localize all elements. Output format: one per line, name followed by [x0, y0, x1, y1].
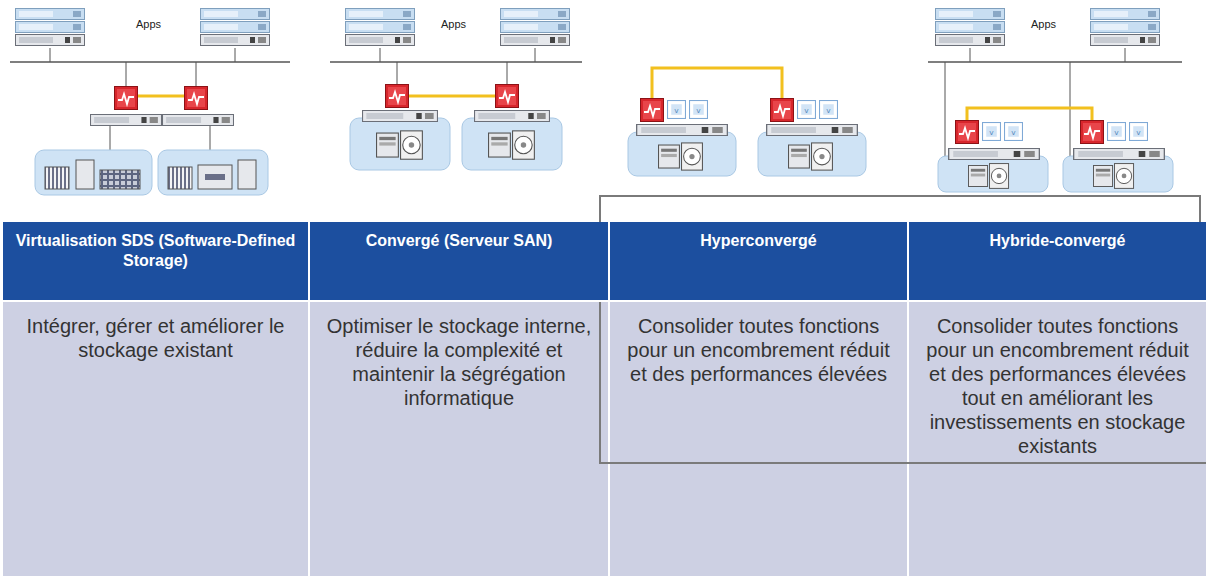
illustration-part — [496, 85, 519, 108]
illustration-part — [507, 62, 508, 84]
illustration-part — [168, 167, 192, 189]
header-cell: Hybride-convergé — [909, 222, 1206, 300]
header-cell: Convergé (Serveur SAN) — [310, 222, 608, 300]
description-cell: Optimiser le stockage interne, réduire l… — [310, 302, 608, 576]
illustration-part — [91, 115, 162, 126]
cell-text: Consolider toutes fonctions pour un enco… — [627, 315, 889, 385]
cell-text: Hyperconvergé — [700, 232, 817, 249]
illustration-part — [1063, 156, 1173, 192]
cell-text: Optimiser le stockage interne, réduire l… — [327, 315, 592, 409]
cell-text: Convergé (Serveur SAN) — [366, 232, 553, 249]
illustration-part — [126, 62, 127, 88]
illustration-part — [138, 95, 184, 98]
illustration-part — [35, 150, 152, 195]
apps-label: Apps — [136, 19, 161, 30]
illustration-part — [798, 101, 816, 119]
illustration-part — [210, 126, 211, 150]
highlight-outline — [600, 196, 1200, 222]
illustration-part — [1074, 149, 1165, 160]
cell-text: Intégrer, gérer et améliorer le stockage… — [27, 315, 285, 361]
illustration-part — [641, 99, 664, 122]
illustration-part — [967, 108, 1092, 122]
illustration-part — [945, 62, 946, 160]
illustration-part — [201, 9, 270, 46]
illustration-part — [462, 118, 562, 170]
illustration-part — [45, 167, 69, 189]
illustration-part — [771, 99, 794, 122]
highlight-outline — [600, 302, 1206, 463]
illustration-part — [115, 87, 138, 110]
illustration-part — [386, 85, 409, 108]
illustration-part — [1091, 9, 1160, 46]
illustration-part — [346, 9, 415, 46]
illustration-part — [652, 68, 782, 100]
illustration-part — [767, 125, 858, 136]
illustration-part — [938, 156, 1048, 192]
illustration-part — [205, 174, 225, 180]
cell-text: Virtualisation SDS (Software-Defined Sto… — [16, 232, 296, 269]
illustration-part — [1070, 62, 1071, 160]
illustration-part — [659, 143, 703, 170]
illustration-part — [928, 61, 1182, 63]
apps-label: Apps — [1031, 19, 1056, 30]
illustration-part — [238, 160, 256, 189]
illustration-part — [949, 149, 1040, 160]
illustration-part — [535, 48, 536, 62]
illustration-part — [1081, 121, 1104, 144]
illustration-part — [968, 164, 1008, 189]
illustration-part — [163, 115, 234, 126]
illustration-part — [16, 9, 85, 46]
illustration-part — [196, 62, 197, 88]
illustration-part — [363, 111, 438, 122]
illustration-part — [936, 9, 1005, 46]
illustration-part — [475, 111, 550, 122]
illustration-part — [1093, 164, 1133, 189]
illustration-part — [983, 123, 1001, 141]
illustration-part — [758, 132, 866, 176]
illustration-part — [185, 87, 208, 110]
illustration-part — [690, 101, 708, 119]
illustration-part — [110, 126, 111, 150]
illustration-part — [820, 101, 838, 119]
description-cell: Consolider toutes fonctions pour un enco… — [909, 302, 1206, 576]
illustration-part — [377, 131, 423, 159]
illustration-part — [1130, 123, 1148, 141]
illustration-part — [100, 170, 140, 189]
description-cell: Intégrer, gérer et améliorer le stockage… — [3, 302, 308, 576]
illustration-part — [50, 48, 51, 62]
illustration-part — [198, 165, 232, 189]
illustration-part — [956, 121, 979, 144]
illustration-part — [668, 101, 686, 119]
apps-label: Apps — [441, 19, 466, 30]
illustration-part — [330, 61, 582, 63]
illustration-part — [76, 160, 94, 189]
sds-illustration — [10, 9, 290, 196]
illustration-part — [628, 132, 736, 176]
illustration-part — [1108, 123, 1126, 141]
converged-illustration — [330, 9, 582, 171]
illustration-part — [789, 143, 833, 170]
illustration-part — [1005, 123, 1023, 141]
illustration-part — [380, 48, 381, 62]
header-cell: Virtualisation SDS (Software-Defined Sto… — [3, 222, 308, 300]
illustration-part — [637, 125, 728, 136]
description-cell: Consolider toutes fonctions pour un enco… — [610, 302, 907, 576]
illustration-part — [1125, 48, 1126, 62]
illustration-part — [970, 48, 971, 62]
illustration-part — [489, 131, 535, 159]
illustration-part — [235, 48, 236, 62]
header-cell: Hyperconvergé — [610, 222, 907, 300]
illustration-part — [158, 150, 268, 195]
cell-text: Hybride-convergé — [989, 232, 1125, 249]
illustration-part — [501, 9, 570, 46]
hybrid-illustration — [928, 9, 1182, 193]
illustration-part — [409, 95, 495, 98]
illustration-part — [397, 62, 398, 84]
hyperconverged-illustration — [628, 68, 866, 176]
illustration-part — [350, 118, 450, 170]
illustration-part — [10, 61, 290, 63]
cell-text: Consolider toutes fonctions pour un enco… — [926, 315, 1188, 457]
